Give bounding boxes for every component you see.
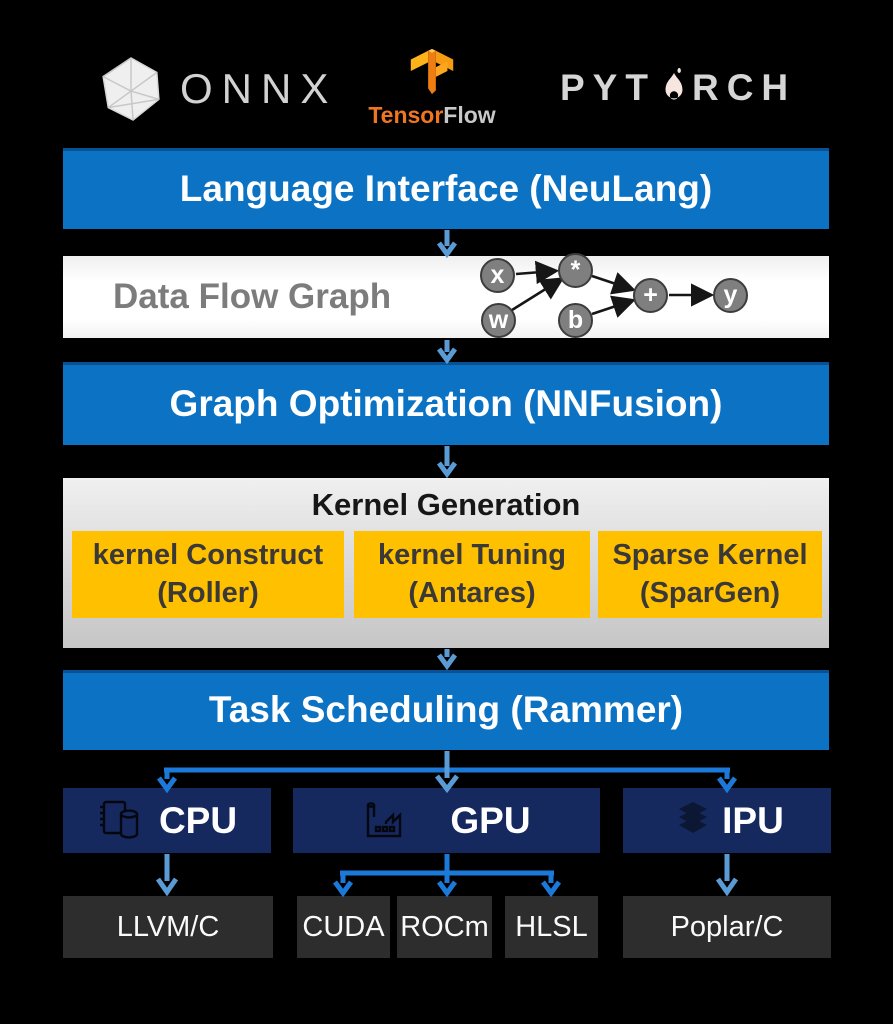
language-interface-bar: Language Interface (NeuLang) xyxy=(63,148,829,229)
pytorch-flame-icon xyxy=(665,67,683,100)
kernel-generation-title: Kernel Generation xyxy=(311,487,581,522)
onnx-label: ONNX xyxy=(180,65,338,112)
kernel-module-antares-line1: kernel Tuning xyxy=(378,539,566,572)
kernel-module-antares-line2: (Antares) xyxy=(408,576,536,609)
factory-icon xyxy=(367,801,402,837)
kernel-module-roller: kernel Construct (Roller) xyxy=(72,531,344,618)
pytorch-label-right: RCH xyxy=(691,67,797,108)
layer-stack-icon xyxy=(679,801,708,833)
kernel-module-spargen-line2: (SparGen) xyxy=(639,576,781,609)
onnx-logo: ONNX xyxy=(100,56,337,122)
pytorch-logo: PYT RCH xyxy=(560,66,796,110)
task-scheduling-bar: Task Scheduling (Rammer) xyxy=(63,670,829,750)
onnx-polyhedron-icon xyxy=(102,57,160,121)
cpu-box: CPU xyxy=(63,788,271,853)
cuda-label: CUDA xyxy=(302,910,385,943)
ipu-box: IPU xyxy=(623,788,831,853)
graph-node-b: b xyxy=(558,303,593,338)
backend-box-rocm: ROCm xyxy=(397,896,492,958)
arrow-tasksched-to-gpu xyxy=(435,751,459,794)
dataflow-bar: Data Flow Graph x w * b + y xyxy=(63,253,829,338)
ipu-label: IPU xyxy=(722,799,784,841)
cpu-label: CPU xyxy=(158,799,238,841)
gpu-label: GPU xyxy=(450,799,531,841)
rocm-label: ROCm xyxy=(400,910,489,943)
hlsl-label: HLSL xyxy=(515,910,588,943)
arrow-graphopt-to-kernelgen xyxy=(436,446,458,479)
graph-optimization-bar: Graph Optimization (NNFusion) xyxy=(63,362,829,445)
arrow-ipu-to-poplar xyxy=(715,854,739,897)
graph-node-multiply: * xyxy=(558,253,593,288)
graph-optimization-label: Graph Optimization (NNFusion) xyxy=(169,382,723,424)
gpu-branch-lines xyxy=(332,854,562,898)
arrow-dataflow-to-graphopt xyxy=(436,340,458,365)
backend-box-hlsl: HLSL xyxy=(505,896,598,958)
poplar-label: Poplar/C xyxy=(670,910,784,943)
language-interface-label: Language Interface (NeuLang) xyxy=(179,167,713,209)
kernel-generation-panel: Kernel Generation kernel Construct (Roll… xyxy=(63,478,829,648)
kernel-module-spargen-line1: Sparse Kernel xyxy=(612,539,808,572)
kernel-module-roller-line1: kernel Construct xyxy=(92,539,324,572)
graph-node-w: w xyxy=(481,303,516,338)
graph-node-add: + xyxy=(633,278,668,313)
task-scheduling-label: Task Scheduling (Rammer) xyxy=(208,689,684,730)
notebook-database-icon xyxy=(99,800,139,839)
gpu-box: GPU xyxy=(293,788,600,853)
llvm-label: LLVM/C xyxy=(116,910,220,943)
arrow-language-to-dataflow xyxy=(436,230,458,259)
kernel-module-roller-line2: (Roller) xyxy=(157,576,259,609)
graph-node-x: x xyxy=(480,258,515,293)
tensorflow-tf-icon xyxy=(410,48,454,95)
tensorflow-wordmark: TensorFlow xyxy=(368,102,495,129)
tensorflow-label-flow: Flow xyxy=(443,102,496,128)
dataflow-graph: x w * b + y xyxy=(63,253,829,338)
graph-node-y: y xyxy=(713,278,748,313)
tensorflow-label-tensor: Tensor xyxy=(368,102,444,128)
backend-box-cuda: CUDA xyxy=(297,896,390,958)
arrow-kernelgen-to-tasksched xyxy=(436,649,458,671)
dataflow-label: Data Flow Graph xyxy=(113,277,392,316)
kernel-module-spargen: Sparse Kernel (SparGen) xyxy=(598,531,822,618)
tasksched-branch-line xyxy=(156,767,738,794)
dataflow-graph-edges xyxy=(511,260,715,318)
pytorch-label-left: PYT xyxy=(560,67,656,108)
arrow-cpu-to-llvm xyxy=(155,854,179,897)
backend-box-poplar: Poplar/C xyxy=(623,896,831,958)
tensorflow-logo: TensorFlow xyxy=(362,44,502,129)
backend-box-llvm: LLVM/C xyxy=(63,896,273,958)
kernel-module-antares: kernel Tuning (Antares) xyxy=(354,531,590,618)
